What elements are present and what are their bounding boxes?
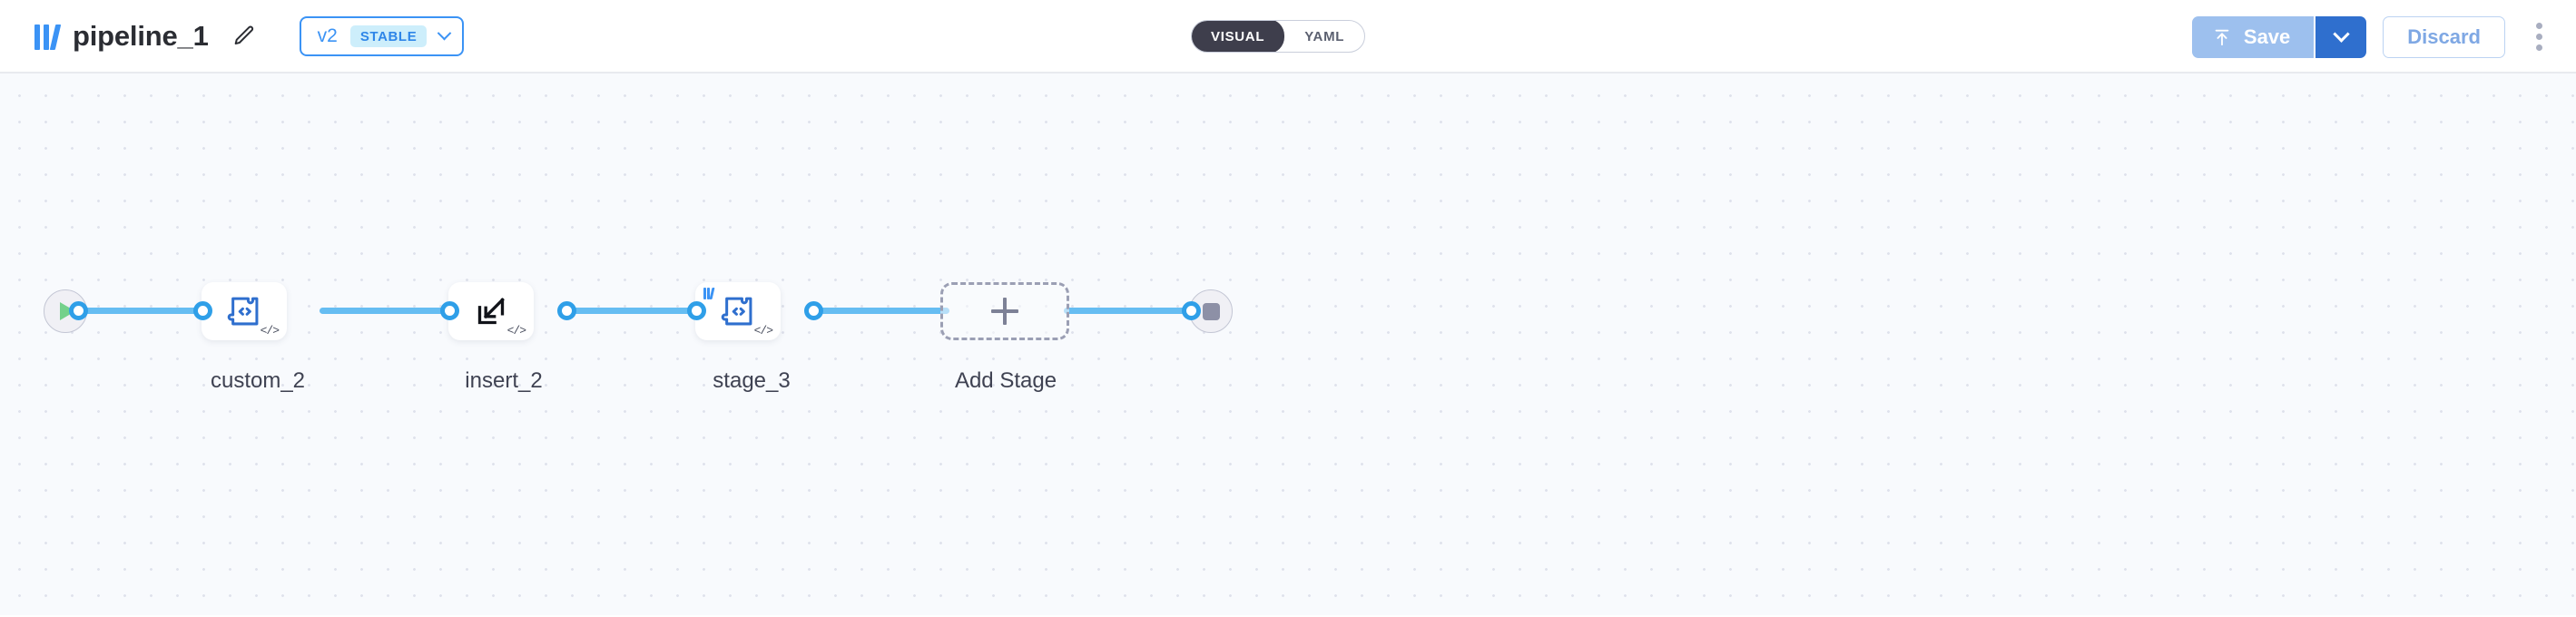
- three-bars-logo-icon: [34, 23, 62, 50]
- stage-node-insert_2[interactable]: </>: [448, 282, 534, 340]
- insert-square-icon: [448, 282, 534, 340]
- version-label: v2: [317, 25, 338, 46]
- stop-icon: [1202, 302, 1220, 320]
- add-stage-button[interactable]: [940, 282, 1069, 340]
- code-puzzle-icon: [695, 282, 781, 340]
- stage-node-stage_3[interactable]: </>: [695, 282, 781, 340]
- version-selector[interactable]: v2 STABLE: [299, 15, 465, 56]
- save-button[interactable]: Save: [2191, 15, 2315, 58]
- code-puzzle-icon: [202, 282, 287, 340]
- end-node[interactable]: [1189, 289, 1233, 333]
- stage-label-insert_2: insert_2: [465, 368, 543, 393]
- add-stage-label: Add Stage: [954, 368, 1057, 393]
- code-badge: </>: [506, 324, 526, 338]
- three-bars-logo-icon: [703, 288, 715, 299]
- discard-button[interactable]: Discard: [2383, 15, 2505, 58]
- save-options-button[interactable]: [2314, 15, 2367, 58]
- header-left-group: pipeline_1 v2 STABLE: [0, 15, 465, 56]
- save-button-group: Save: [2191, 15, 2367, 58]
- code-badge: </>: [260, 324, 280, 338]
- edge-stage3-to-addstage: [813, 308, 949, 314]
- tab-visual[interactable]: VISUAL: [1192, 21, 1285, 52]
- pencil-icon[interactable]: [229, 21, 260, 52]
- port-start-out[interactable]: [69, 301, 88, 320]
- edge-insert2-to-stage3: [566, 308, 704, 314]
- chevron-down-icon: [438, 25, 452, 41]
- chevron-down-icon: [2333, 25, 2350, 43]
- pipeline-graph: </> custom_2 </> insert_2: [0, 73, 2576, 615]
- port-insert2-out[interactable]: [557, 301, 576, 320]
- upload-arrow-icon: [2215, 29, 2229, 45]
- app-header: pipeline_1 v2 STABLE VISUAL YAML Save: [0, 0, 2576, 73]
- pipeline-canvas[interactable]: </> custom_2 </> insert_2: [0, 73, 2576, 615]
- save-button-label: Save: [2243, 24, 2291, 48]
- stage-label-stage_3: stage_3: [713, 368, 791, 393]
- page-title: pipeline_1: [73, 20, 209, 52]
- edge-addstage-to-end: [1064, 308, 1200, 314]
- code-badge: </>: [753, 324, 773, 338]
- stage-node-custom_2[interactable]: </>: [202, 282, 287, 340]
- plus-icon: [991, 298, 1018, 325]
- tab-yaml[interactable]: YAML: [1304, 28, 1345, 44]
- edge-custom2-to-insert2: [320, 308, 457, 314]
- port-stage3-in[interactable]: [687, 301, 706, 320]
- status-badge: STABLE: [349, 24, 428, 47]
- header-actions: Save Discard: [2191, 0, 2556, 73]
- port-stage3-out[interactable]: [804, 301, 823, 320]
- kebab-menu-icon[interactable]: [2522, 16, 2556, 58]
- port-custom2-out[interactable]: [440, 301, 459, 320]
- edge-start-to-custom2: [73, 308, 211, 314]
- port-custom2-in[interactable]: [193, 301, 212, 320]
- stage-label-custom_2: custom_2: [210, 368, 306, 393]
- view-mode-toggle[interactable]: VISUAL YAML: [1191, 20, 1366, 53]
- port-end-in[interactable]: [1182, 301, 1201, 320]
